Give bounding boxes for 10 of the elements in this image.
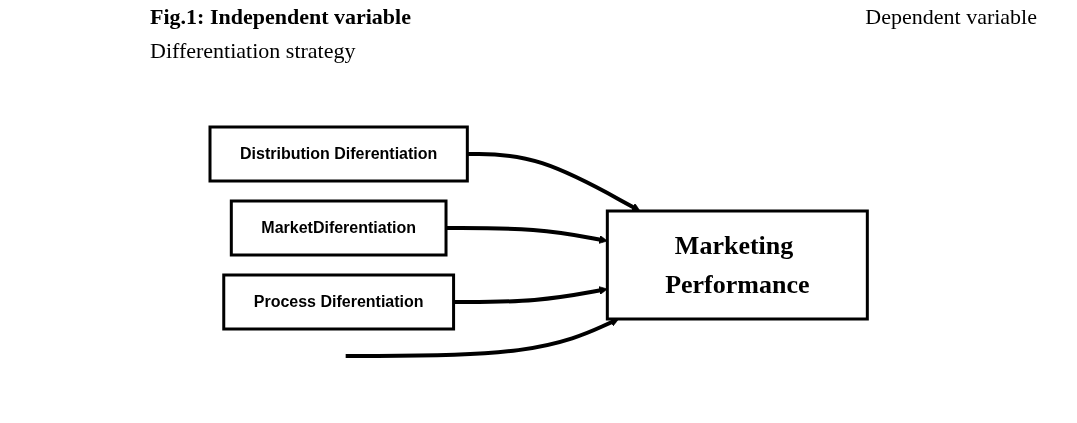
node-box: Process Diferentiation [222,273,455,331]
label: Dependent variable [865,4,1037,31]
node-box: Distribution Diferentiation [208,125,469,183]
label: Differentiation strategy [150,38,356,63]
figure-title: Fig.1: Independent variable [150,4,411,31]
arrow [445,226,608,244]
arrow [453,286,608,304]
arrow [467,152,641,212]
node-box: MarketDiferentiation [229,199,448,257]
node-box: Marketing Performance [605,209,869,321]
